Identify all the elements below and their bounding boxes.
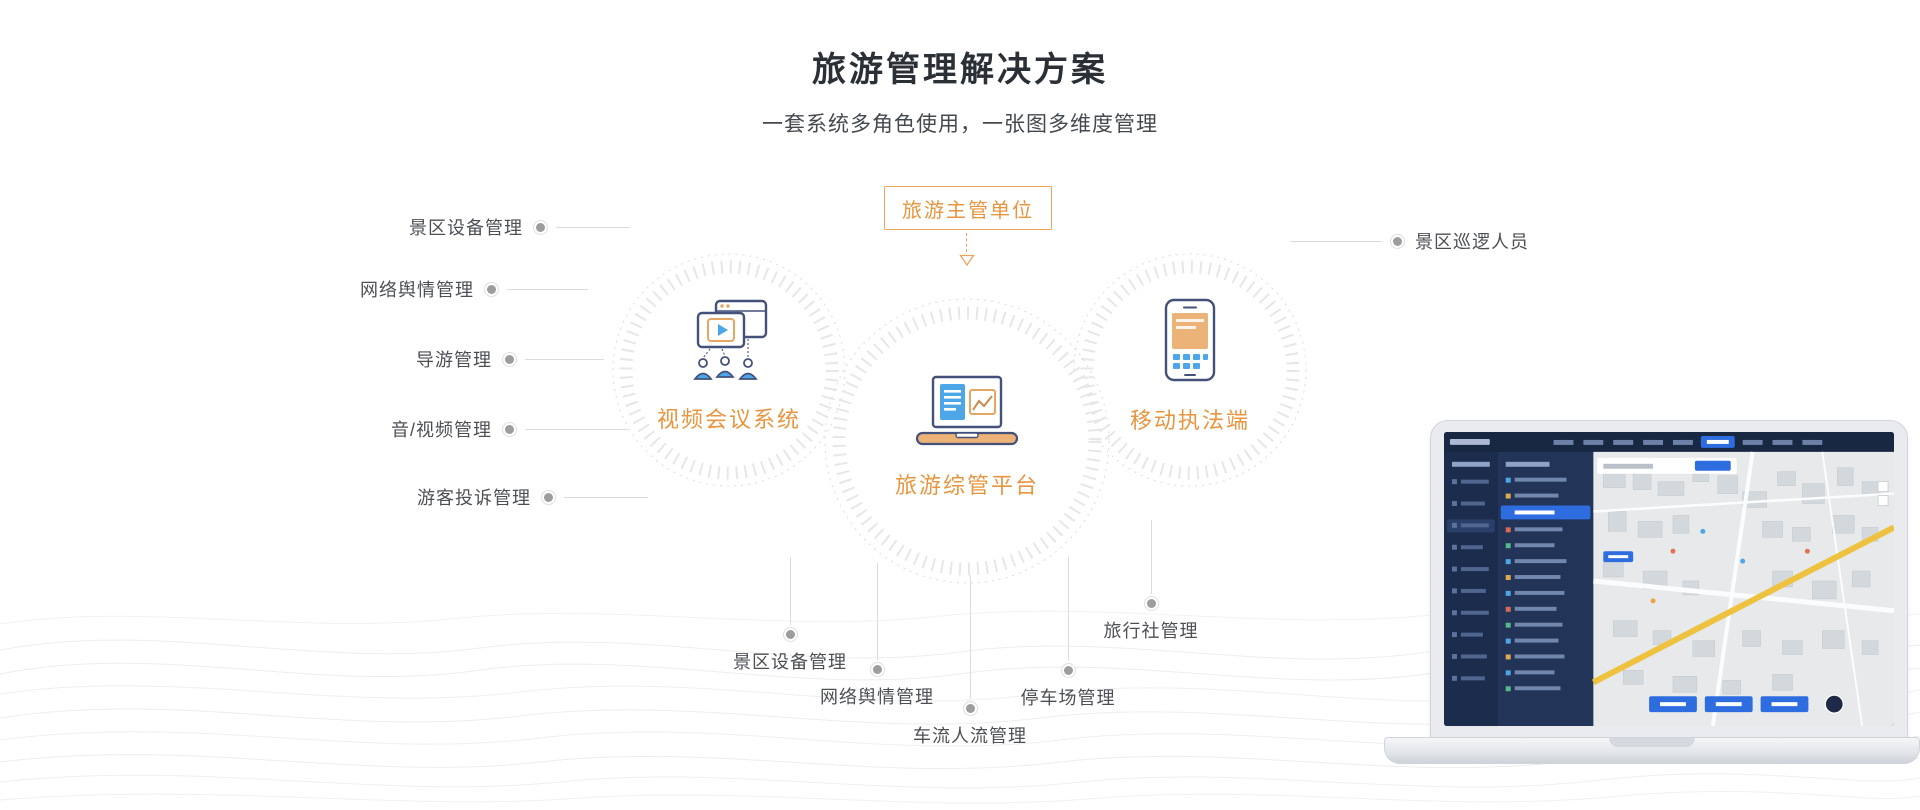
callout-scenic-equipment: 景区设备管理 [409,214,630,240]
callout-label: 网络舆情管理 [820,687,934,707]
laptop-screen [1430,420,1908,738]
connector-line [525,358,604,360]
callout-label: 网络舆情管理 [360,280,474,300]
node-platform: 旅游综管平台 [812,286,1122,596]
connector-line [525,428,628,430]
page-title: 旅游管理解决方案 [812,51,1108,89]
callout-label: 景区设备管理 [409,218,523,238]
dot-marker [544,492,553,502]
callout-bottom-equipment: 景区设备管理 [700,557,880,674]
laptop-mockup [1384,420,1920,770]
node-video-conference: 视频会议系统 [604,245,854,495]
dot-marker [505,354,514,364]
page-subtitle: 一套系统多角色使用，一张图多维度管理 [762,113,1158,136]
callout-audio-video: 音/视频管理 [391,416,628,442]
connector-line [789,557,791,625]
node-mobile-terminal: 移动执法端 [1065,245,1315,495]
dot-marker [965,704,975,713]
laptop-notch [1609,738,1695,747]
dashboard-screenshot [1444,432,1894,726]
node-label-video: 视频会议系统 [656,406,801,432]
dashed-ring-video [612,253,846,487]
connector-line [1067,557,1069,661]
dot-marker [536,222,545,232]
callout-bottom-travel-agency: 旅行社管理 [1061,520,1241,643]
dot-marker [505,424,514,434]
connector-line [969,575,971,699]
callout-label: 景区设备管理 [733,652,847,672]
callout-label: 导游管理 [416,350,492,370]
authority-connector-line [966,233,967,252]
callout-patrol-staff: 景区巡逻人员 [1290,228,1529,254]
dot-marker [1393,236,1402,246]
connector-line [1150,520,1152,594]
laptop-dashboard-icon [911,375,1023,454]
dot-marker [1063,666,1073,675]
authority-box: 旅游主管单位 [884,186,1052,230]
node-label-mobile: 移动执法端 [1129,407,1250,433]
dot-marker [487,284,496,294]
callout-bottom-traffic-flow: 车流人流管理 [880,575,1060,748]
callout-label: 停车场管理 [1020,688,1116,708]
down-arrow-icon [959,254,975,267]
dot-marker [785,630,795,639]
connector-line [564,496,648,498]
callout-tour-guide: 导游管理 [416,346,604,372]
callout-label: 车流人流管理 [913,726,1027,746]
background-contour-lines [0,610,1920,804]
node-label-platform: 旅游综管平台 [894,472,1039,498]
video-conference-icon [682,299,776,388]
mobile-terminal-icon [1161,298,1219,389]
dot-marker [1146,599,1156,608]
connector-line [876,563,878,660]
connector-line [556,226,630,228]
connector-line [1290,240,1382,242]
callout-bottom-parking: 停车场管理 [978,557,1158,710]
callout-label: 旅行社管理 [1103,621,1199,641]
callout-complaints: 游客投诉管理 [417,484,648,510]
callout-label: 游客投诉管理 [417,488,531,508]
connector-line [507,288,588,290]
callout-label: 景区巡逻人员 [1415,232,1529,252]
callout-bottom-opinion: 网络舆情管理 [787,563,967,709]
laptop-base [1384,737,1920,764]
callout-label: 音/视频管理 [390,420,492,440]
dot-marker [872,665,882,674]
callout-public-opinion: 网络舆情管理 [360,276,588,302]
